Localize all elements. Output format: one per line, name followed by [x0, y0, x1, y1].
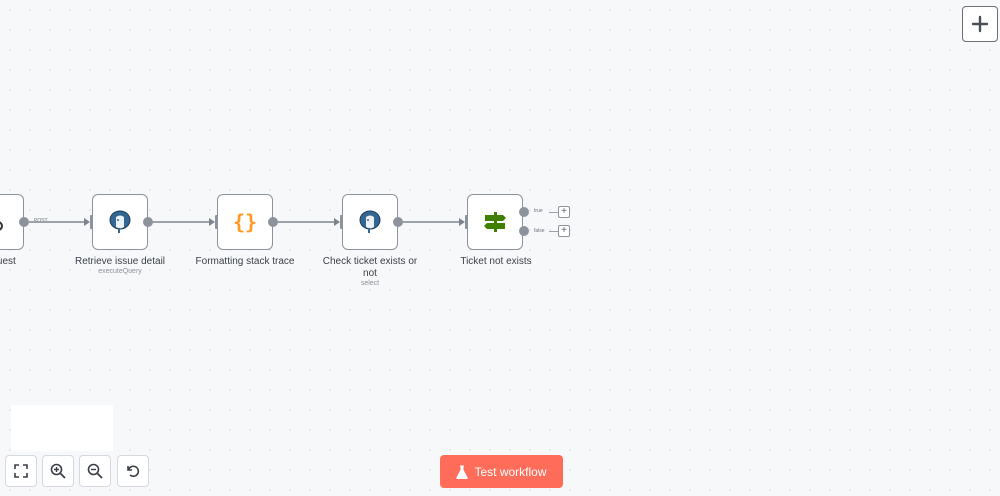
add-node-button[interactable]: [962, 6, 998, 42]
retrieve-issue-detail-node[interactable]: [92, 194, 148, 250]
node-label: e request: [0, 256, 16, 267]
output-stub-line: [549, 212, 558, 213]
fit-view-icon: [14, 464, 28, 478]
node-subtitle: select: [360, 280, 380, 287]
test-workflow-label: Test workflow: [474, 464, 547, 479]
true-output-handle[interactable]: [519, 207, 529, 217]
fit-view-button[interactable]: [5, 455, 37, 487]
node-label: Retrieve issue detail: [74, 256, 166, 267]
node-output-handle[interactable]: [393, 217, 403, 227]
test-workflow-button[interactable]: Test workflow: [440, 455, 563, 488]
connection-line[interactable]: [403, 221, 460, 223]
node-output-handle[interactable]: [143, 217, 153, 227]
node-subtitle: executeQuery: [98, 268, 142, 275]
flask-icon: [456, 465, 469, 479]
webhook-icon: [0, 221, 3, 231]
add-node-false-button[interactable]: +: [558, 225, 570, 237]
zoom-out-button[interactable]: [79, 455, 111, 487]
connection-arrow: [334, 218, 340, 226]
ticket-not-exists-node[interactable]: [467, 194, 523, 250]
check-ticket-exists-node[interactable]: [342, 194, 398, 250]
connection-line[interactable]: [153, 221, 210, 223]
formatting-stack-trace-node[interactable]: {}: [217, 194, 273, 250]
connection-arrow: [84, 218, 90, 226]
connection-arrow: [459, 218, 465, 226]
node-output-handle[interactable]: [268, 217, 278, 227]
zoom-in-icon: [50, 463, 66, 479]
undo-icon: [127, 465, 140, 478]
if-signpost-icon: [484, 212, 506, 232]
node-label: Ticket not exists: [460, 256, 532, 267]
minimap[interactable]: [11, 405, 113, 451]
postgres-icon: [359, 210, 381, 233]
output-label-true: true: [534, 208, 543, 214]
connection-arrow: [209, 218, 215, 226]
add-node-true-button[interactable]: +: [558, 206, 570, 218]
node-label: Formatting stack trace: [195, 256, 295, 267]
output-stub-line: [549, 231, 558, 232]
zoom-out-icon: [87, 463, 103, 479]
output-label-false: false: [534, 228, 545, 234]
reset-zoom-button[interactable]: [117, 455, 149, 487]
connection-line[interactable]: [278, 221, 335, 223]
code-braces-icon: {}: [233, 210, 257, 234]
svg-text:{}: {}: [233, 210, 257, 234]
node-label: Check ticket exists or not: [322, 256, 418, 279]
zoom-in-button[interactable]: [42, 455, 74, 487]
webhook-output-handle[interactable]: [19, 217, 29, 227]
plus-icon: [971, 15, 989, 33]
postgres-icon: [109, 210, 131, 233]
false-output-handle[interactable]: [519, 226, 529, 236]
connection-line[interactable]: [29, 221, 85, 223]
